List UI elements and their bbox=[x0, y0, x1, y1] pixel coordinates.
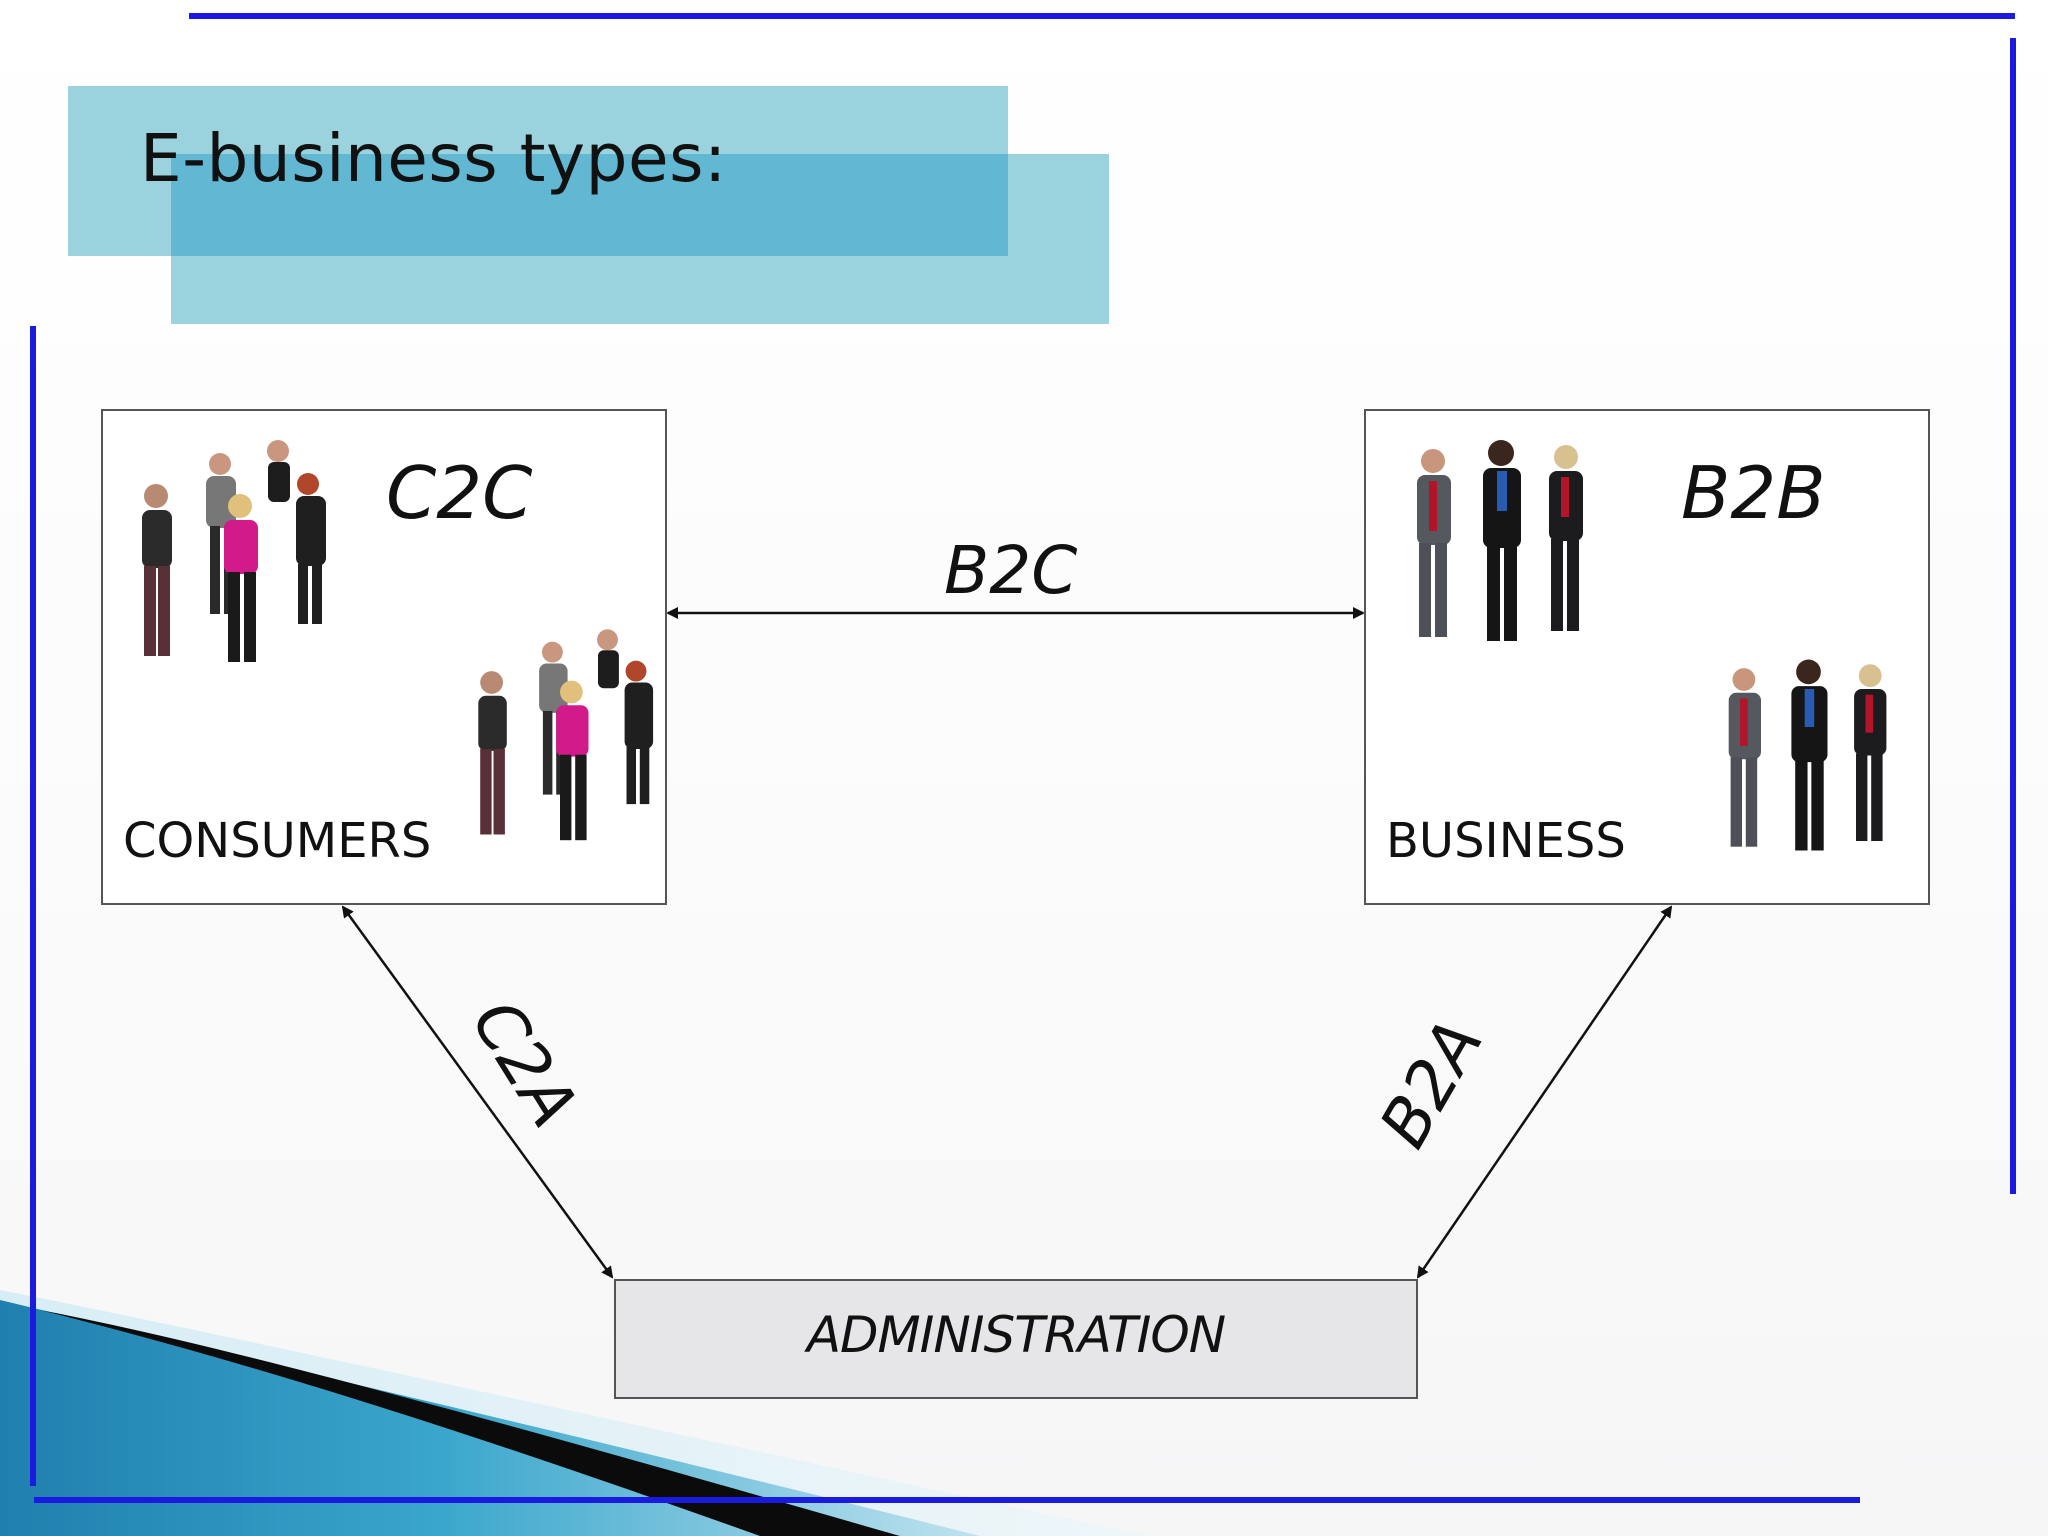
group-of-casual-people-icon bbox=[142, 440, 654, 841]
left-border-line bbox=[30, 326, 36, 1486]
casual-people-group-bottom bbox=[478, 629, 654, 841]
business-label: BUSINESS bbox=[1386, 813, 1626, 869]
b2c-relation-label: B2C bbox=[944, 532, 1078, 609]
consumers-label: CONSUMERS bbox=[123, 813, 432, 869]
business-people-group-bottom bbox=[1728, 659, 1887, 851]
administration-label: ADMINISTRATION bbox=[806, 1306, 1226, 1364]
b2b-label: B2B bbox=[1681, 451, 1826, 535]
casual-people-group-top bbox=[142, 440, 326, 662]
c2a-arrow bbox=[341, 905, 614, 1279]
business-box: B2B BUSINESS bbox=[1364, 409, 1930, 905]
bottom-border-line bbox=[34, 1497, 1860, 1503]
business-people-group-top bbox=[1417, 440, 1583, 641]
consumers-box: C2C CONSUMERS bbox=[101, 409, 667, 905]
right-border-line bbox=[2010, 38, 2016, 1194]
top-border-line bbox=[189, 13, 2015, 19]
group-of-business-people-icon bbox=[1417, 440, 1887, 851]
title-band-overlap bbox=[171, 154, 1008, 256]
b2a-arrow bbox=[1416, 905, 1673, 1279]
c2c-label: C2C bbox=[386, 451, 533, 535]
slide-title: E-business types: bbox=[140, 120, 727, 197]
administration-box: ADMINISTRATION bbox=[614, 1279, 1418, 1399]
